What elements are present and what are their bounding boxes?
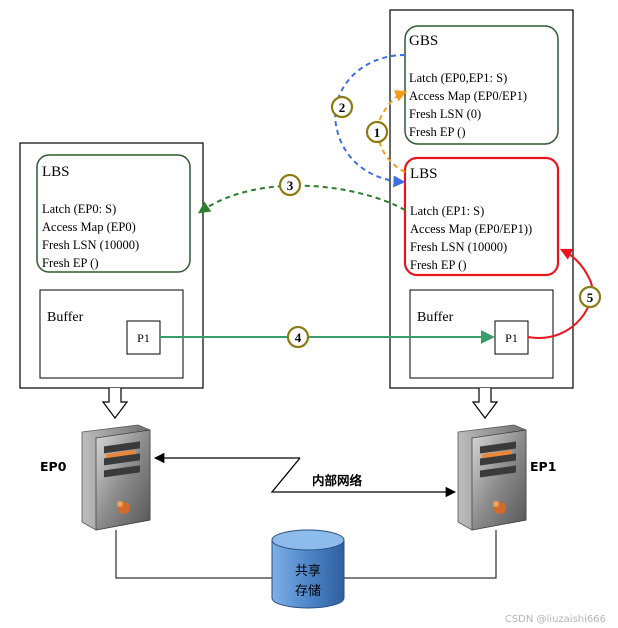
left-buffer-box: Buffer P1: [39, 289, 184, 379]
step-badge-3: 3: [278, 173, 302, 197]
left-lbs-border: [36, 154, 191, 273]
step-badge-5-label: 5: [587, 290, 594, 305]
left-lbs-box: LBS Latch (EP0: S) Access Map (EP0) Fres…: [36, 154, 191, 273]
right-buffer-border: [409, 289, 554, 379]
right-page-p1-label: P1: [505, 331, 518, 345]
step-badge-4: 4: [286, 325, 310, 349]
step-badge-1: 1: [365, 120, 389, 144]
gbs-border: [404, 25, 559, 145]
left-lbs-line-fresh-lsn: Fresh LSN (10000): [42, 238, 139, 252]
gbs-line-fresh-lsn: Fresh LSN (0): [409, 107, 481, 121]
lightning-link-icon: [153, 452, 457, 498]
step2-arrow: [334, 54, 406, 188]
left-page-p1-label: P1: [137, 331, 150, 345]
right-lbs-border: [403, 156, 560, 277]
right-lbs-line-access-map: Access Map (EP0/EP1)): [410, 222, 532, 236]
watermark: CSDN @liuzaishi666: [505, 614, 606, 625]
right-node: GBS Latch (EP0,EP1: S) Access Map (EP0/E…: [389, 9, 574, 419]
left-lbs-line-latch: Latch (EP0: S): [42, 202, 116, 216]
left-buffer-title: Buffer: [47, 310, 84, 325]
step5-arrow: [527, 248, 594, 339]
left-lbs-title: LBS: [42, 164, 70, 180]
gbs-box: GBS Latch (EP0,EP1: S) Access Map (EP0/E…: [404, 25, 559, 145]
storage-label-line2: 存储: [295, 584, 321, 599]
network-label: 内部网络: [312, 473, 363, 488]
right-buffer-title: Buffer: [417, 310, 454, 325]
left-lbs-line-fresh-ep: Fresh EP (): [42, 256, 98, 270]
right-lbs-line-fresh-lsn: Fresh LSN (10000): [410, 240, 507, 254]
left-page-p1-box: [126, 320, 161, 355]
step1-arrow: [376, 90, 408, 173]
gbs-line-latch: Latch (EP0,EP1: S): [409, 71, 507, 85]
storage-cylinder-icon: [271, 529, 345, 609]
right-lbs-box: LBS Latch (EP1: S) Access Map (EP0/EP1))…: [403, 156, 560, 277]
right-lbs-line-fresh-ep: Fresh EP (): [410, 258, 466, 272]
right-page-p1-box: [494, 320, 529, 355]
step-badge-5: 5: [578, 285, 602, 309]
right-lbs-line-latch: Latch (EP1: S): [410, 204, 484, 218]
ep1-server-icon: [457, 424, 527, 531]
ep0-server-icon: [81, 424, 151, 531]
step-badge-4-label: 4: [295, 330, 302, 345]
ep1-storage-link: [344, 530, 497, 579]
step-badge-2: 2: [330, 95, 354, 119]
step-badge-1-label: 1: [374, 125, 381, 140]
left-buffer-border: [39, 289, 184, 379]
step-badge-2-label: 2: [339, 100, 346, 115]
left-down-arrow-icon: [101, 388, 129, 419]
ep0-storage-link: [115, 530, 272, 579]
left-node: LBS Latch (EP0: S) Access Map (EP0) Fres…: [19, 142, 204, 419]
gbs-line-fresh-ep: Fresh EP (): [409, 125, 465, 139]
ep0-label: EP0: [40, 459, 67, 474]
right-buffer-box: Buffer P1: [409, 289, 554, 379]
right-lbs-title: LBS: [410, 166, 438, 182]
gbs-title: GBS: [409, 33, 438, 49]
gbs-line-access-map: Access Map (EP0/EP1): [409, 89, 527, 103]
left-lbs-line-access-map: Access Map (EP0): [42, 220, 136, 234]
step-badge-3-label: 3: [287, 178, 294, 193]
step3-arrow: [198, 184, 406, 214]
storage-label-line1: 共享: [295, 563, 321, 579]
ep1-label: EP1: [530, 459, 556, 474]
right-down-arrow-icon: [471, 388, 499, 419]
